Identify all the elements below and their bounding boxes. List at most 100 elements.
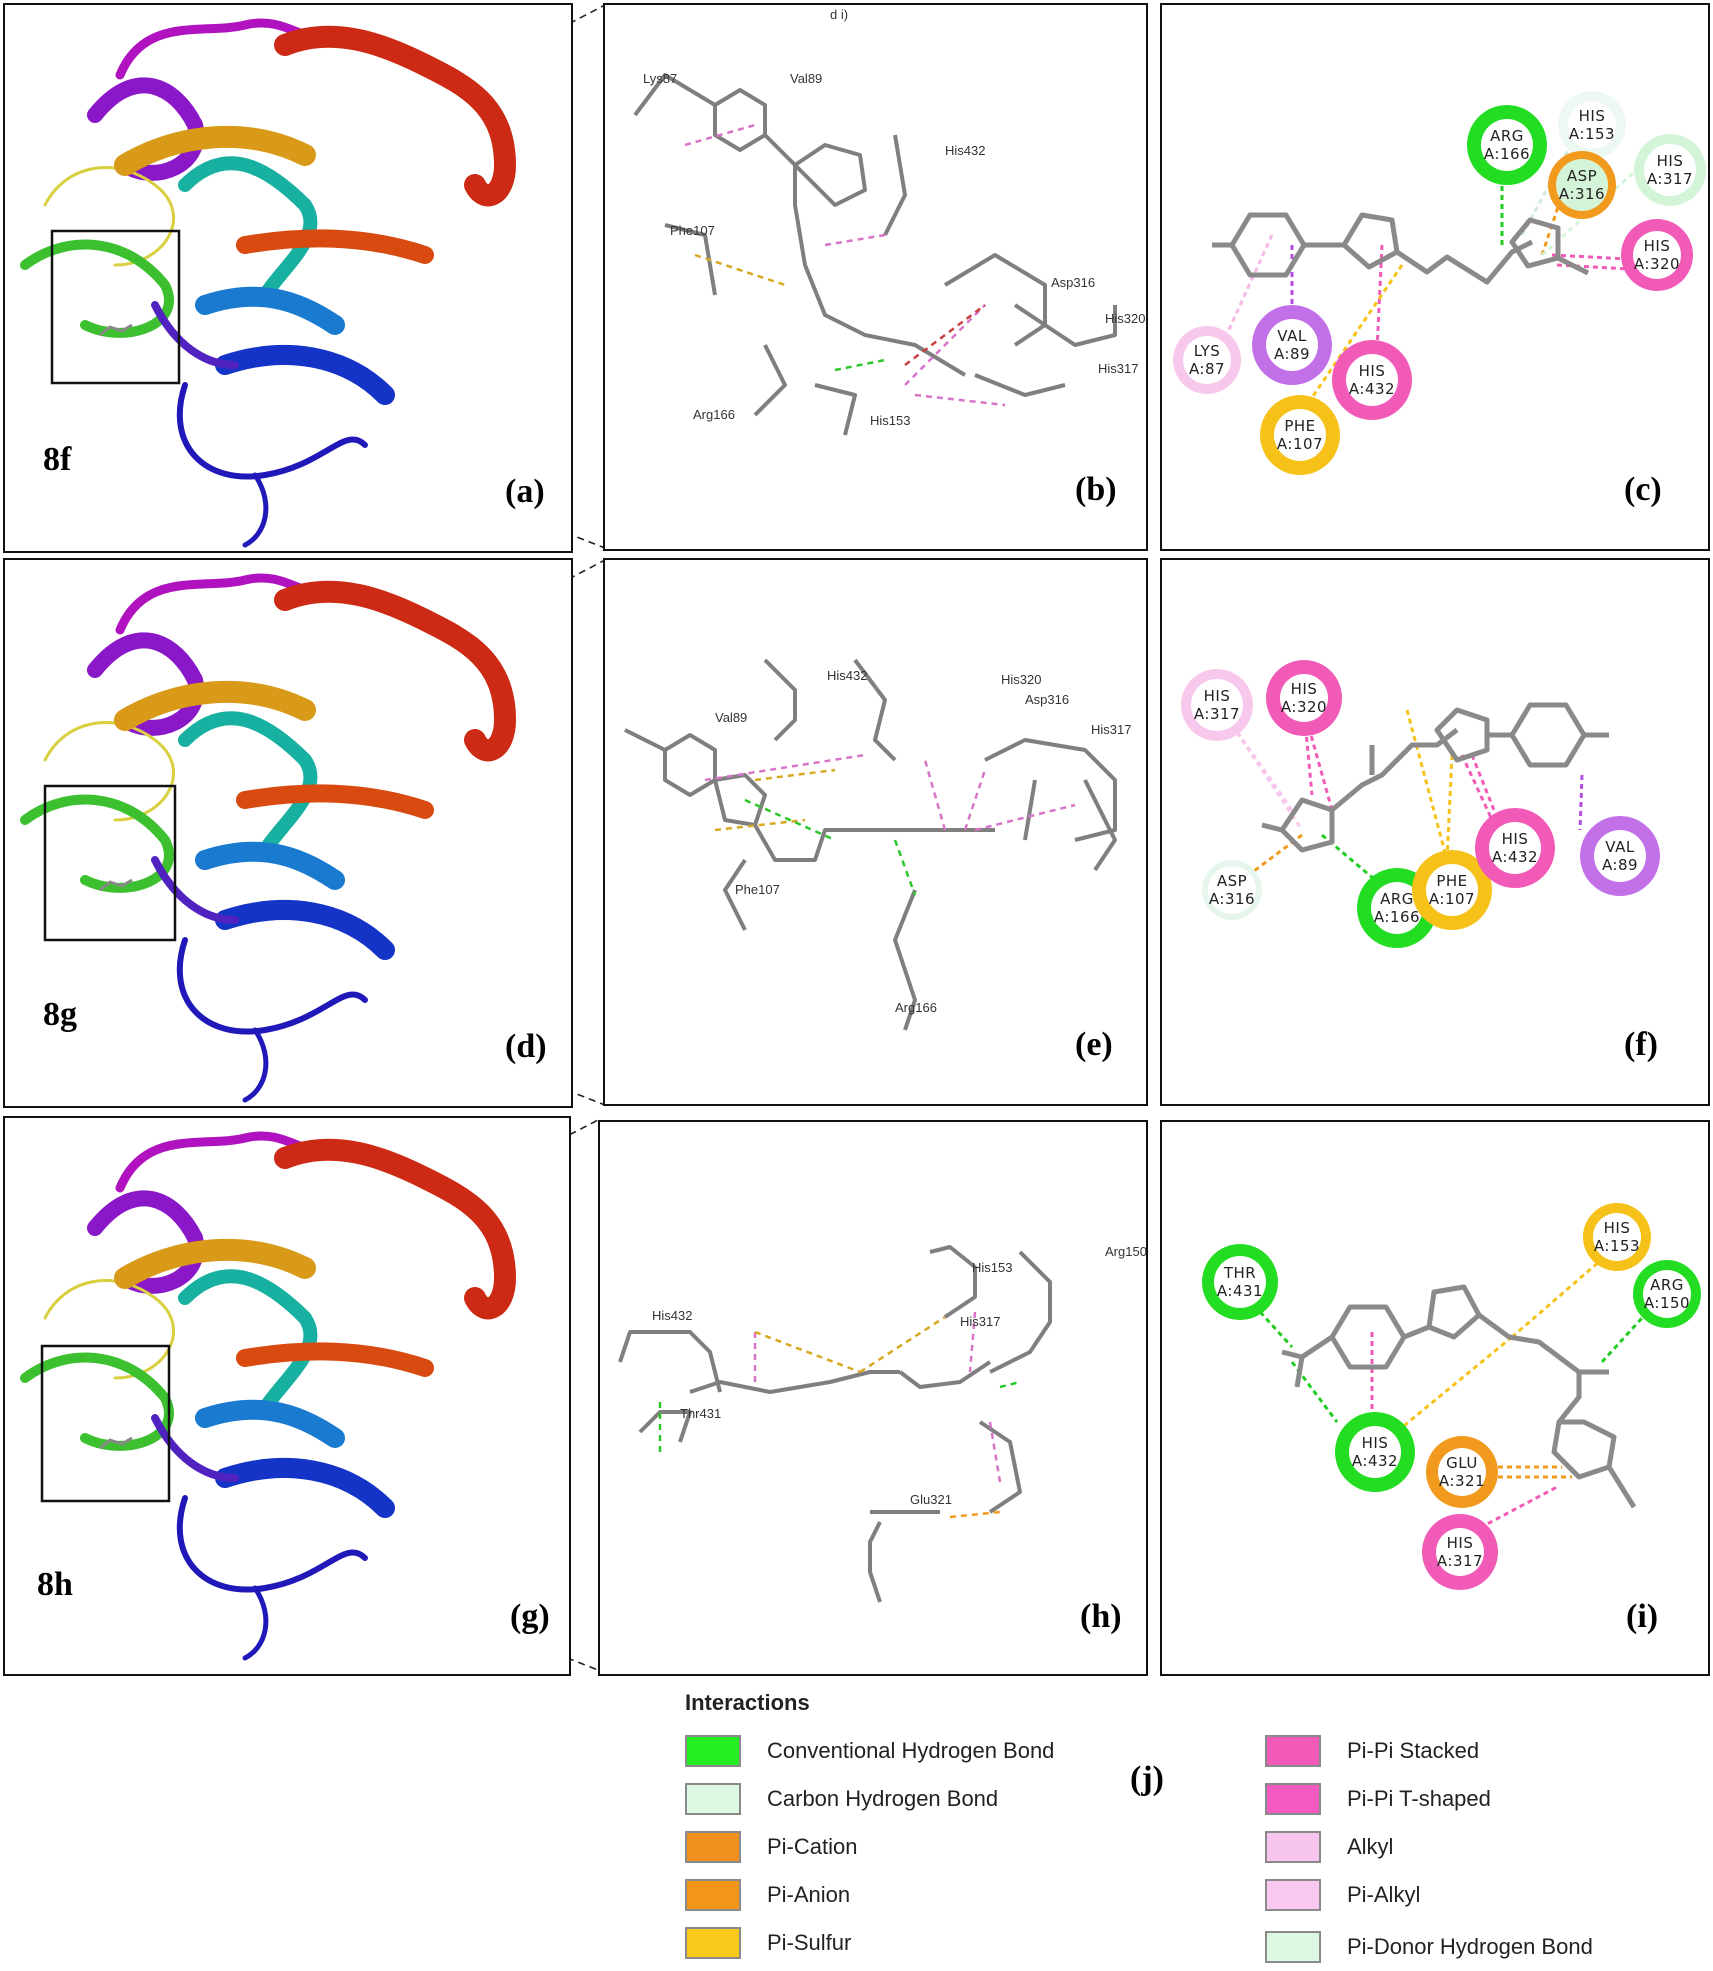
- panel-label-b: (b): [1075, 471, 1117, 508]
- residue-label: His320: [1001, 672, 1041, 687]
- legend-swatch: [1265, 1735, 1321, 1767]
- panel-label-i: (i): [1626, 1598, 1659, 1635]
- residue-label: Arg150: [1105, 1244, 1147, 1259]
- residue-number: A:89: [1274, 345, 1310, 363]
- residue-name: HIS: [1579, 107, 1606, 125]
- 3d-interaction-8g: His432 Val89 His320 Asp316 His317 Phe107…: [624, 658, 1131, 1031]
- panel-b-3d-8f: d i) Lys87 Val89 His432 Phe107 Asp316 Hi…: [603, 3, 1148, 551]
- legend-swatch: [685, 1735, 741, 1767]
- residue-number: A:317: [1437, 1552, 1483, 1570]
- residue-label: His317: [1098, 361, 1138, 376]
- legend-item: Pi-Alkyl: [1265, 1878, 1420, 1912]
- legend-text: Pi-Pi T-shaped: [1347, 1786, 1491, 1811]
- residue-name: HIS: [1502, 830, 1529, 848]
- legend-swatch: [685, 1831, 741, 1863]
- residue-number: A:317: [1647, 170, 1693, 188]
- legend-text: Alkyl: [1347, 1834, 1394, 1859]
- residue-number: A:153: [1594, 1237, 1640, 1255]
- panel-label-c: (c): [1624, 471, 1662, 508]
- residue-number: A:316: [1559, 185, 1605, 203]
- residue-number: A:320: [1634, 255, 1680, 273]
- panel-label-f: (f): [1624, 1026, 1658, 1063]
- panel-label-e: (e): [1075, 1026, 1113, 1063]
- residue-label: Lys87: [643, 71, 677, 86]
- residue-name: VAL: [1605, 838, 1635, 856]
- residue-label: Glu321: [910, 1492, 952, 1507]
- protein-ribbon-8g: [20, 573, 517, 1103]
- residue-name: PHE: [1436, 872, 1467, 890]
- legend-item: Pi-Pi T-shaped: [1265, 1782, 1491, 1816]
- residue-number: A:153: [1569, 125, 1615, 143]
- residue-label: His432: [827, 668, 867, 683]
- legend-item: Pi-Pi Stacked: [1265, 1734, 1479, 1768]
- residue-name: ARG: [1380, 890, 1414, 908]
- residue-name: ASP: [1217, 872, 1247, 890]
- binding-site-box: [50, 229, 181, 385]
- residue-number: A:320: [1281, 698, 1327, 716]
- residue-number: A:321: [1439, 1472, 1485, 1490]
- legend-swatch: [1265, 1831, 1321, 1863]
- residue-name: VAL: [1277, 327, 1307, 345]
- residue-name: HIS: [1291, 680, 1318, 698]
- legend-title: Interactions: [685, 1690, 810, 1715]
- residue-name: HIS: [1204, 687, 1231, 705]
- panel-label-a: (a): [505, 473, 545, 510]
- residue-label: His317: [960, 1314, 1000, 1329]
- residue-name: HIS: [1359, 362, 1386, 380]
- residue-name: HIS: [1644, 237, 1671, 255]
- panel-label-g: (g): [510, 1598, 550, 1635]
- residue-number: A:166: [1374, 908, 1420, 926]
- residue-name: ASP: [1567, 167, 1597, 185]
- residue-label: Phe107: [670, 223, 715, 238]
- residue-number: A:87: [1189, 360, 1225, 378]
- panel-e-3d-8g: His432 Val89 His320 Asp316 His317 Phe107…: [603, 558, 1148, 1106]
- residue-number: A:107: [1429, 890, 1475, 908]
- protein-ribbon-8f: [20, 18, 517, 548]
- residue-number: A:432: [1352, 1452, 1398, 1470]
- legend-text: Conventional Hydrogen Bond: [767, 1738, 1055, 1763]
- residue-number: A:107: [1277, 435, 1323, 453]
- legend-swatch: [1265, 1879, 1321, 1911]
- panel-g-protein-8h: 8h (g): [3, 1116, 571, 1676]
- legend-item: Conventional Hydrogen Bond: [685, 1734, 1054, 1768]
- residue-label: Asp316: [1051, 275, 1095, 290]
- residue-label: His317: [1091, 722, 1131, 737]
- interactions-legend: Interactions (j) Conventional Hydrogen B…: [680, 1690, 1660, 1970]
- residue-name: THR: [1223, 1264, 1256, 1282]
- legend-text: Pi-Cation: [767, 1834, 858, 1859]
- legend-swatch: [685, 1879, 741, 1911]
- legend-swatch: [685, 1927, 741, 1959]
- residue-name: ARG: [1650, 1276, 1684, 1294]
- compound-label-8f: 8f: [43, 441, 72, 478]
- residue-label: His153: [972, 1260, 1012, 1275]
- panel-a-protein-8f: 8f (a): [3, 3, 573, 553]
- residue-label: Asp316: [1025, 692, 1069, 707]
- panel-label-d: (d): [505, 1028, 547, 1065]
- residue-number: A:150: [1644, 1294, 1690, 1312]
- residue-label: His432: [652, 1308, 692, 1323]
- legend-swatch: [1265, 1783, 1321, 1815]
- residue-number: A:431: [1217, 1282, 1263, 1300]
- residue-number: A:316: [1209, 890, 1255, 908]
- residue-name: ARG: [1490, 127, 1524, 145]
- legend-item: Carbon Hydrogen Bond: [685, 1782, 998, 1816]
- residue-label: His320: [1105, 311, 1145, 326]
- residue-name: HIS: [1657, 152, 1684, 170]
- residue-label: d i): [830, 7, 848, 22]
- panel-h-3d-8h: His432 Thr431 His153 His317 Arg150 Glu32…: [598, 1120, 1148, 1676]
- residue-number: A:432: [1349, 380, 1395, 398]
- residue-number: A:432: [1492, 848, 1538, 866]
- legend-item: Pi-Sulfur: [685, 1926, 851, 1960]
- legend-item: Pi-Cation: [685, 1830, 857, 1864]
- legend-text: Pi-Donor Hydrogen Bond: [1347, 1934, 1593, 1959]
- residue-name: HIS: [1604, 1219, 1631, 1237]
- legend-item: Pi-Anion: [685, 1878, 850, 1912]
- binding-site-box: [43, 784, 177, 942]
